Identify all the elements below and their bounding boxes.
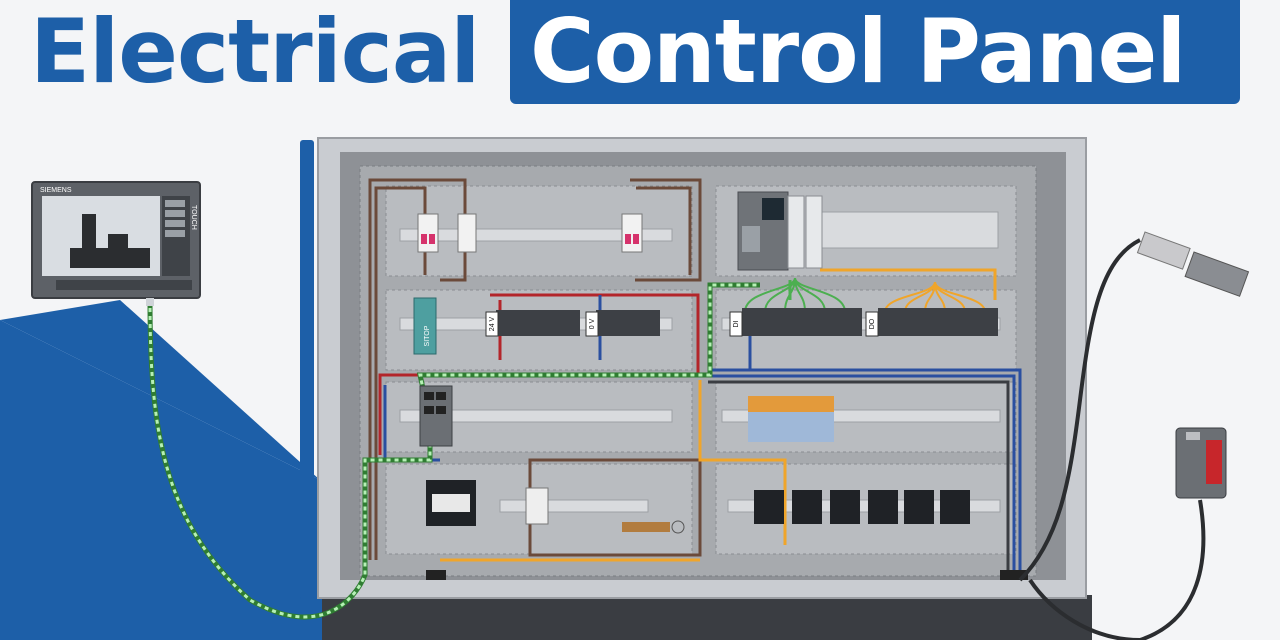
terminal-label-do: DO (869, 318, 876, 329)
title-highlight-box (510, 0, 1240, 104)
plc-cpu (737, 191, 823, 271)
hmi-brand-label: SIEMENS (40, 187, 72, 194)
hmi-side-label: TOUCH (190, 205, 197, 230)
power-supply-sitop: SITOP (413, 297, 437, 355)
cable-glands (426, 570, 1028, 580)
terminal-label-24v: 24 V (489, 316, 496, 331)
hmi-touch-panel: SIEMENS TOUCH (31, 181, 201, 306)
contactors (754, 490, 970, 524)
network-switch (419, 385, 453, 447)
terminal-label-0v: 0 V (589, 318, 596, 329)
fuse-holder (525, 487, 549, 525)
wires (368, 178, 1022, 575)
title-electrical: Electrical (30, 0, 480, 103)
terminal-label-di: DI (733, 320, 740, 327)
circuit-breakers (417, 213, 643, 253)
ground-bar (622, 520, 685, 534)
ethernet-cable (147, 282, 760, 620)
transformer (426, 480, 476, 526)
psu-label: SITOP (424, 325, 431, 346)
terminal-blocks: 24 V 0 V DI DO (485, 308, 998, 337)
relays (748, 396, 834, 442)
di-wire-fan (744, 277, 846, 313)
proximity-sensor (1018, 231, 1250, 582)
title-control-panel: Control Panel (530, 0, 1186, 103)
